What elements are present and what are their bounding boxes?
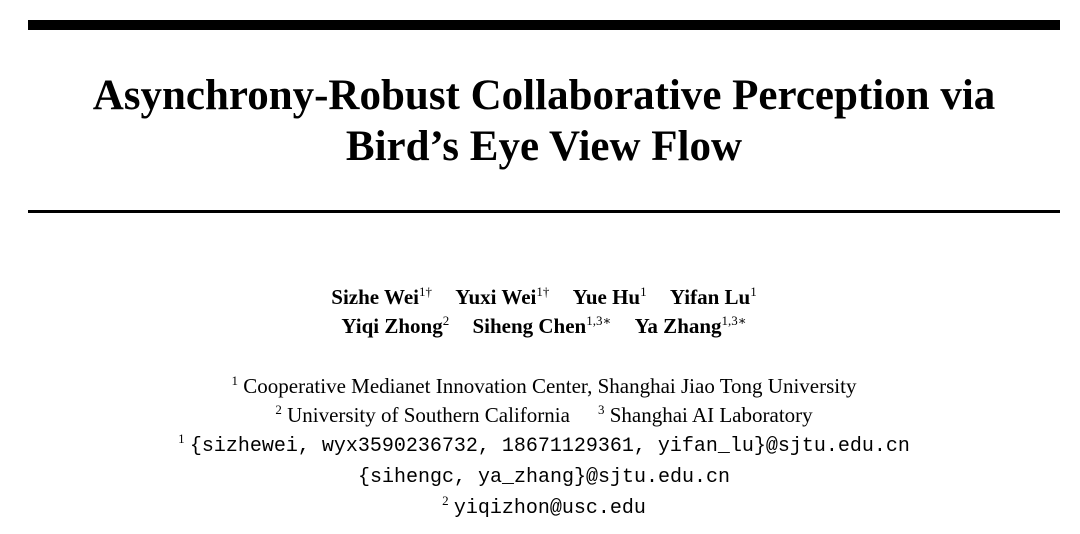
- author: Yifan Lu1: [670, 285, 757, 309]
- email-text: {sizhewei, wyx3590236732, 18671129361, y…: [189, 435, 910, 458]
- author-name: Yifan Lu: [669, 285, 751, 309]
- author: Yue Hu1: [573, 285, 647, 309]
- author-name: Siheng Chen: [472, 314, 587, 338]
- affiliation-line-1: 1 Cooperative Medianet Innovation Center…: [28, 372, 1060, 401]
- author-name: Ya Zhang: [634, 314, 722, 338]
- author-affil-marks: 1: [750, 284, 757, 299]
- author: Yuxi Wei1†: [455, 285, 549, 309]
- author-affil-marks: 1: [640, 284, 647, 299]
- title-rule: [28, 210, 1060, 213]
- author-affil-marks: 1,3∗: [721, 313, 747, 328]
- author: Siheng Chen1,3∗: [472, 314, 611, 338]
- email-line-3: 2 yiqizhon@usc.edu: [28, 492, 1060, 523]
- affiliation-marker: 2: [275, 402, 282, 417]
- affiliation-text: University of Southern California: [287, 403, 570, 427]
- author-affil-marks: 1,3∗: [586, 313, 612, 328]
- author: Sizhe Wei1†: [331, 285, 432, 309]
- author-name: Yuxi Wei: [455, 285, 537, 309]
- affiliation-marker: 1: [231, 373, 239, 388]
- email-text: {sihengc, ya_zhang}@sjtu.edu.cn: [357, 466, 731, 489]
- author-line-1: Sizhe Wei1† Yuxi Wei1† Yue Hu1 Yifan Lu1: [28, 283, 1060, 312]
- affiliation-marker: 3: [597, 402, 605, 417]
- author: Ya Zhang1,3∗: [635, 314, 747, 338]
- email-line-1: 1 {sizhewei, wyx3590236732, 18671129361,…: [28, 430, 1060, 461]
- author-affil-marks: 1†: [536, 284, 550, 299]
- paper-title: Asynchrony-Robust Collaborative Percepti…: [28, 70, 1060, 172]
- author-name: Sizhe Wei: [331, 285, 419, 309]
- title-line-2: Bird’s Eye View Flow: [345, 123, 743, 170]
- email-marker: 2: [442, 493, 449, 508]
- affiliation-text: Cooperative Medianet Innovation Center, …: [243, 374, 857, 398]
- affiliations: 1 Cooperative Medianet Innovation Center…: [28, 372, 1060, 523]
- affiliation-text: Shanghai AI Laboratory: [609, 403, 813, 427]
- author-list: Sizhe Wei1† Yuxi Wei1† Yue Hu1 Yifan Lu1…: [28, 283, 1060, 341]
- author-line-2: Yiqi Zhong2 Siheng Chen1,3∗ Ya Zhang1,3∗: [28, 312, 1060, 341]
- affiliation-line-2: 2 University of Southern California 3 Sha…: [28, 401, 1060, 430]
- author-affil-marks: 2: [442, 313, 450, 328]
- top-rule: [28, 20, 1060, 30]
- email-text: yiqizhon@usc.edu: [453, 497, 646, 520]
- email-marker: 1: [178, 431, 185, 446]
- author: Yiqi Zhong2: [341, 314, 449, 338]
- email-line-2: {sihengc, ya_zhang}@sjtu.edu.cn: [28, 461, 1060, 492]
- author-name: Yiqi Zhong: [341, 314, 443, 338]
- title-line-1: Asynchrony-Robust Collaborative Percepti…: [92, 72, 996, 119]
- author-name: Yue Hu: [572, 285, 641, 309]
- author-affil-marks: 1†: [418, 284, 432, 299]
